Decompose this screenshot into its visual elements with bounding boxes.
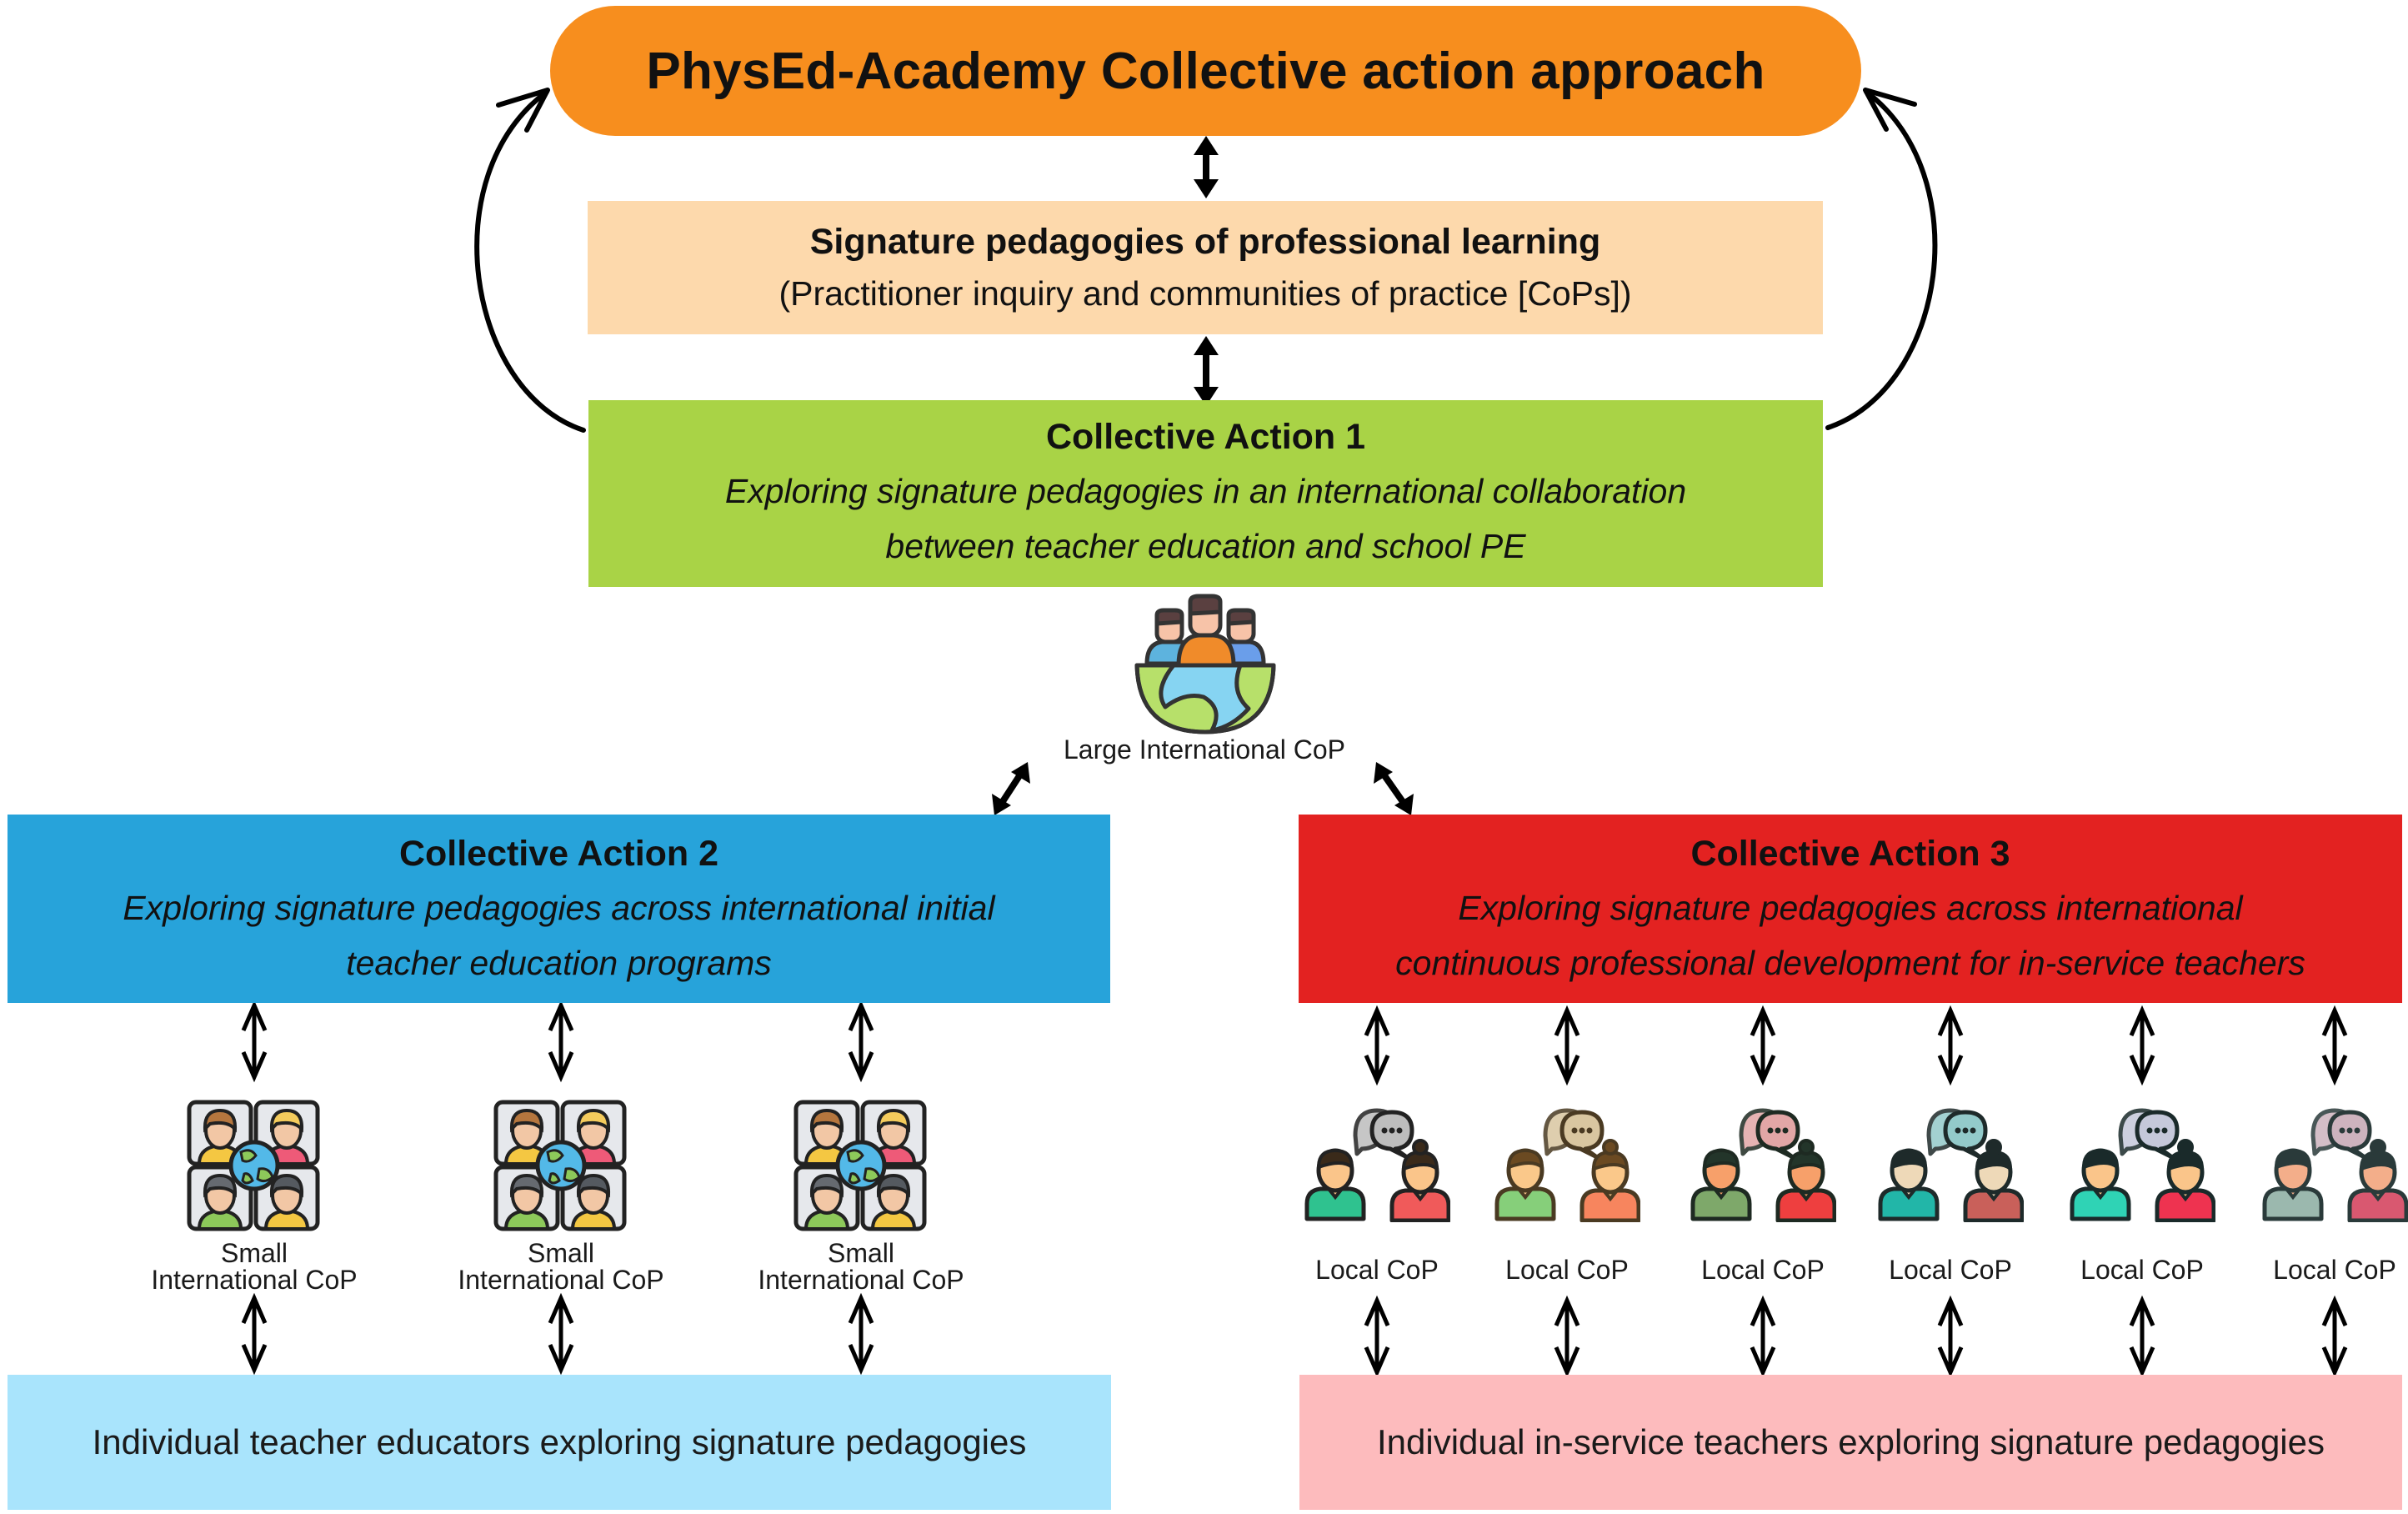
right-feedback-arrowhead xyxy=(1863,88,1917,132)
approach-title: PhysEd-Academy Collective action approac… xyxy=(646,42,1765,100)
collective-action-2-box: Collective Action 2 Exploring signature … xyxy=(8,815,1110,1003)
signature-pedagogies-box: Signature pedagogies of professional lea… xyxy=(588,201,1823,334)
small-international-cop-icon xyxy=(493,1100,627,1231)
double-arrow-ca3-to-local-cop xyxy=(1937,1005,1964,1086)
double-arrow-pedagogies-ca1 xyxy=(1194,336,1219,406)
collective-action-1-title: Collective Action 1 xyxy=(1045,417,1366,457)
right-feedback-arrow xyxy=(1825,89,1938,430)
double-arrow-local-cop-to-teachers xyxy=(1750,1295,1776,1378)
approach-title-pill: PhysEd-Academy Collective action approac… xyxy=(550,6,1861,136)
double-arrow-title-pedagogies xyxy=(1194,136,1219,198)
double-arrow-large-cop-ca3 xyxy=(1374,762,1414,815)
small-international-cop-icon xyxy=(187,1100,320,1231)
double-arrow-small-cop-to-educators xyxy=(241,1292,268,1376)
left-feedback-arrowhead xyxy=(496,88,550,133)
double-arrow-local-cop-to-teachers xyxy=(1364,1295,1390,1378)
double-arrow-local-cop-to-teachers xyxy=(2321,1295,2348,1378)
double-arrow-ca3-to-local-cop xyxy=(1554,1005,1580,1086)
collective-action-1-line1: Exploring signature pedagogies in an int… xyxy=(724,472,1687,510)
collective-action-3-line2: continuous professional development for … xyxy=(1395,944,2305,982)
local-cop-label: Local CoP xyxy=(2080,1255,2204,1285)
signature-pedagogies-title: Signature pedagogies of professional lea… xyxy=(809,222,1601,262)
local-cop-label: Local CoP xyxy=(1701,1255,1825,1285)
small-cop-label-line1: Small xyxy=(220,1238,288,1268)
double-arrow-small-cop-to-educators xyxy=(848,1292,874,1376)
small-international-cop-icon xyxy=(793,1100,927,1231)
collective-action-1-line2: between teacher education and school PE xyxy=(885,527,1526,565)
local-cop-icon xyxy=(1878,1108,2024,1222)
local-cop-icon xyxy=(1494,1108,1640,1222)
small-cop-label-line1: Small xyxy=(527,1238,594,1268)
local-cop-icon xyxy=(2262,1108,2408,1222)
local-cop-label: Local CoP xyxy=(1315,1255,1439,1285)
large-international-cop-icon xyxy=(1134,594,1276,734)
local-cop-icon xyxy=(1690,1108,1836,1222)
in-service-teachers-text: Individual in-service teachers exploring… xyxy=(1376,1422,2325,1461)
double-arrow-local-cop-to-teachers xyxy=(1554,1295,1580,1378)
in-service-teachers-box: Individual in-service teachers exploring… xyxy=(1299,1375,2402,1510)
double-arrow-ca2-to-small-cop xyxy=(241,1000,268,1083)
local-cop-icon xyxy=(1304,1108,1450,1222)
collective-action-1-box: Collective Action 1 Exploring signature … xyxy=(588,400,1823,587)
double-arrow-ca2-to-small-cop xyxy=(848,1000,874,1083)
local-cop-label: Local CoP xyxy=(1505,1255,1629,1285)
teacher-educators-box: Individual teacher educators exploring s… xyxy=(8,1375,1111,1510)
collective-action-3-box: Collective Action 3 Exploring signature … xyxy=(1299,815,2402,1003)
collective-action-2-title: Collective Action 2 xyxy=(398,834,719,874)
small-cop-label-line1: Small xyxy=(827,1238,894,1268)
left-feedback-arrow xyxy=(474,89,586,433)
double-arrow-ca3-to-local-cop xyxy=(1750,1005,1776,1086)
local-cop-label: Local CoP xyxy=(2273,1255,2396,1285)
small-cop-label-line2: International CoP xyxy=(151,1265,358,1295)
double-arrow-ca2-to-small-cop xyxy=(548,1000,574,1083)
double-arrow-large-cop-ca2 xyxy=(992,762,1030,815)
local-cop-icon xyxy=(2070,1108,2215,1222)
large-international-cop-label: Large International CoP xyxy=(1064,734,1345,765)
double-arrow-ca3-to-local-cop xyxy=(2321,1005,2348,1086)
double-arrow-local-cop-to-teachers xyxy=(2129,1295,2155,1378)
double-arrow-ca3-to-local-cop xyxy=(2129,1005,2155,1086)
signature-pedagogies-subtitle: (Practitioner inquiry and communities of… xyxy=(778,274,1632,313)
small-cop-label-line2: International CoP xyxy=(458,1265,664,1295)
teacher-educators-text: Individual teacher educators exploring s… xyxy=(92,1422,1027,1461)
double-arrow-local-cop-to-teachers xyxy=(1937,1295,1964,1378)
double-arrow-small-cop-to-educators xyxy=(548,1292,574,1376)
collective-action-3-line1: Exploring signature pedagogies across in… xyxy=(1458,889,2243,927)
collective-action-3-title: Collective Action 3 xyxy=(1690,834,2010,874)
collective-action-2-line2: teacher education programs xyxy=(346,944,772,982)
small-cop-label-line2: International CoP xyxy=(758,1265,964,1295)
double-arrow-ca3-to-local-cop xyxy=(1364,1005,1390,1086)
local-cop-label: Local CoP xyxy=(1889,1255,2012,1285)
collective-action-2-line1: Exploring signature pedagogies across in… xyxy=(123,889,995,927)
